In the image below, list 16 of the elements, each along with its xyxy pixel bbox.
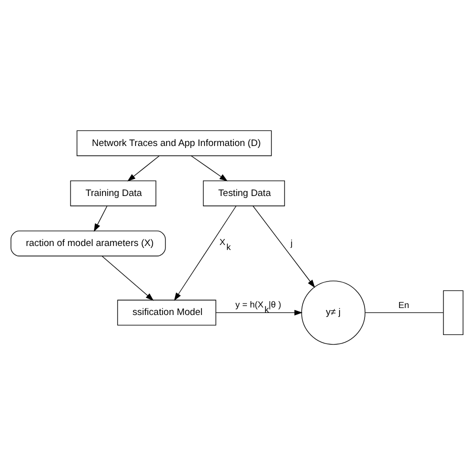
node-box: Training Data — [70, 180, 156, 206]
arrow — [94, 205, 108, 232]
node-box — [443, 290, 464, 335]
edge-label: En — [398, 300, 410, 310]
arrow — [216, 309, 303, 316]
arrow — [190, 155, 228, 181]
connector — [364, 312, 444, 313]
node-box: Network Traces and App Information (D) — [76, 130, 272, 156]
arrow — [174, 205, 236, 300]
node-box: raction of model arameters (X) — [10, 230, 166, 256]
arrow — [252, 205, 316, 288]
node-box: Testing Data — [202, 180, 285, 206]
arrow — [102, 255, 154, 300]
arrow — [127, 155, 160, 181]
edge-label: j — [290, 237, 293, 248]
node-box: ssification Model — [117, 299, 216, 326]
